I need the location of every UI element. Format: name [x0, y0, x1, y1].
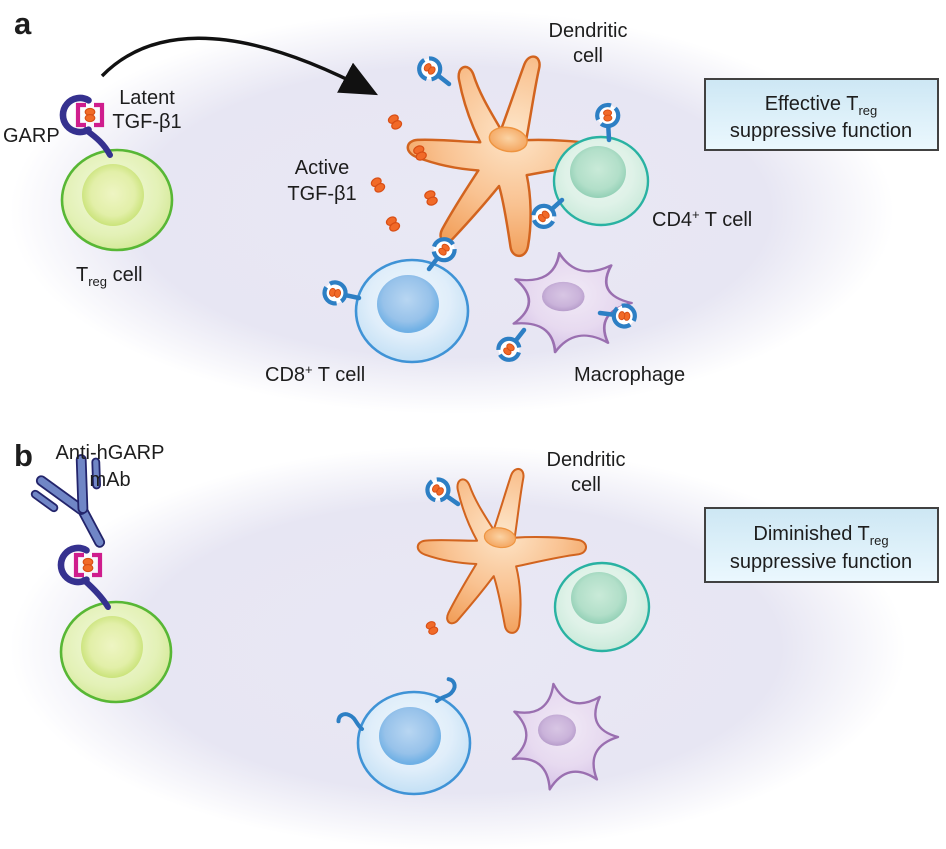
panel-b-background — [10, 446, 906, 849]
garp-receptor-b — [57, 544, 111, 610]
macrophage-label: Macrophage — [574, 364, 685, 386]
effective-outcome-box — [704, 78, 939, 151]
diminished-outcome-box — [704, 507, 939, 583]
anti-hgarp-mab-label-line2: mAb — [89, 469, 130, 491]
panel-b-label: b — [14, 438, 33, 473]
effective-outcome-line2: suppressive function — [730, 120, 912, 142]
diminished-outcome-line1: Diminished Treg — [753, 523, 888, 548]
effective-outcome-line1: Effective Treg — [765, 93, 878, 118]
cd8-t-cell-label: CD8+ T cell — [265, 362, 365, 386]
treg-cell-b — [59, 600, 173, 704]
dendritic-cell-label-a-line2: cell — [573, 45, 603, 67]
diminished-outcome-line2: suppressive function — [730, 551, 912, 573]
cd4-t-cell-b — [553, 561, 651, 653]
treg-cell-label: Treg cell — [76, 264, 143, 289]
latent-tgfb1-complex-a — [75, 102, 105, 128]
cd4-t-cell-label: CD4+ T cell — [652, 207, 752, 231]
active-tgfb1-label-line1: Active — [295, 157, 349, 179]
tgfb1-release-arrow — [100, 36, 379, 96]
garp-receptor-a — [59, 94, 113, 158]
cd8-t-cell-b — [356, 690, 472, 796]
garp-label: GARP — [3, 125, 60, 147]
panel-a-label: a — [14, 6, 32, 41]
latent-tgfb1-complex-b — [73, 552, 103, 578]
anti-hgarp-antibody-icon — [30, 454, 106, 548]
latent-tgfb1-label-line2: TGF-β1 — [112, 111, 181, 133]
active-tgfb1-label-line2: TGF-β1 — [287, 183, 356, 205]
treg-cell-a — [60, 148, 174, 252]
dendritic-cell-label-b-line2: cell — [571, 474, 601, 496]
dendritic-cell-label-a-line1: Dendritic — [549, 20, 628, 42]
cd8-t-cell-a — [354, 258, 470, 364]
latent-tgfb1-label-line1: Latent — [119, 87, 175, 109]
anti-hgarp-mab-label-line1: Anti-hGARP — [56, 442, 165, 464]
dendritic-cell-label-b-line1: Dendritic — [547, 449, 626, 471]
cd4-t-cell-a — [552, 135, 650, 227]
